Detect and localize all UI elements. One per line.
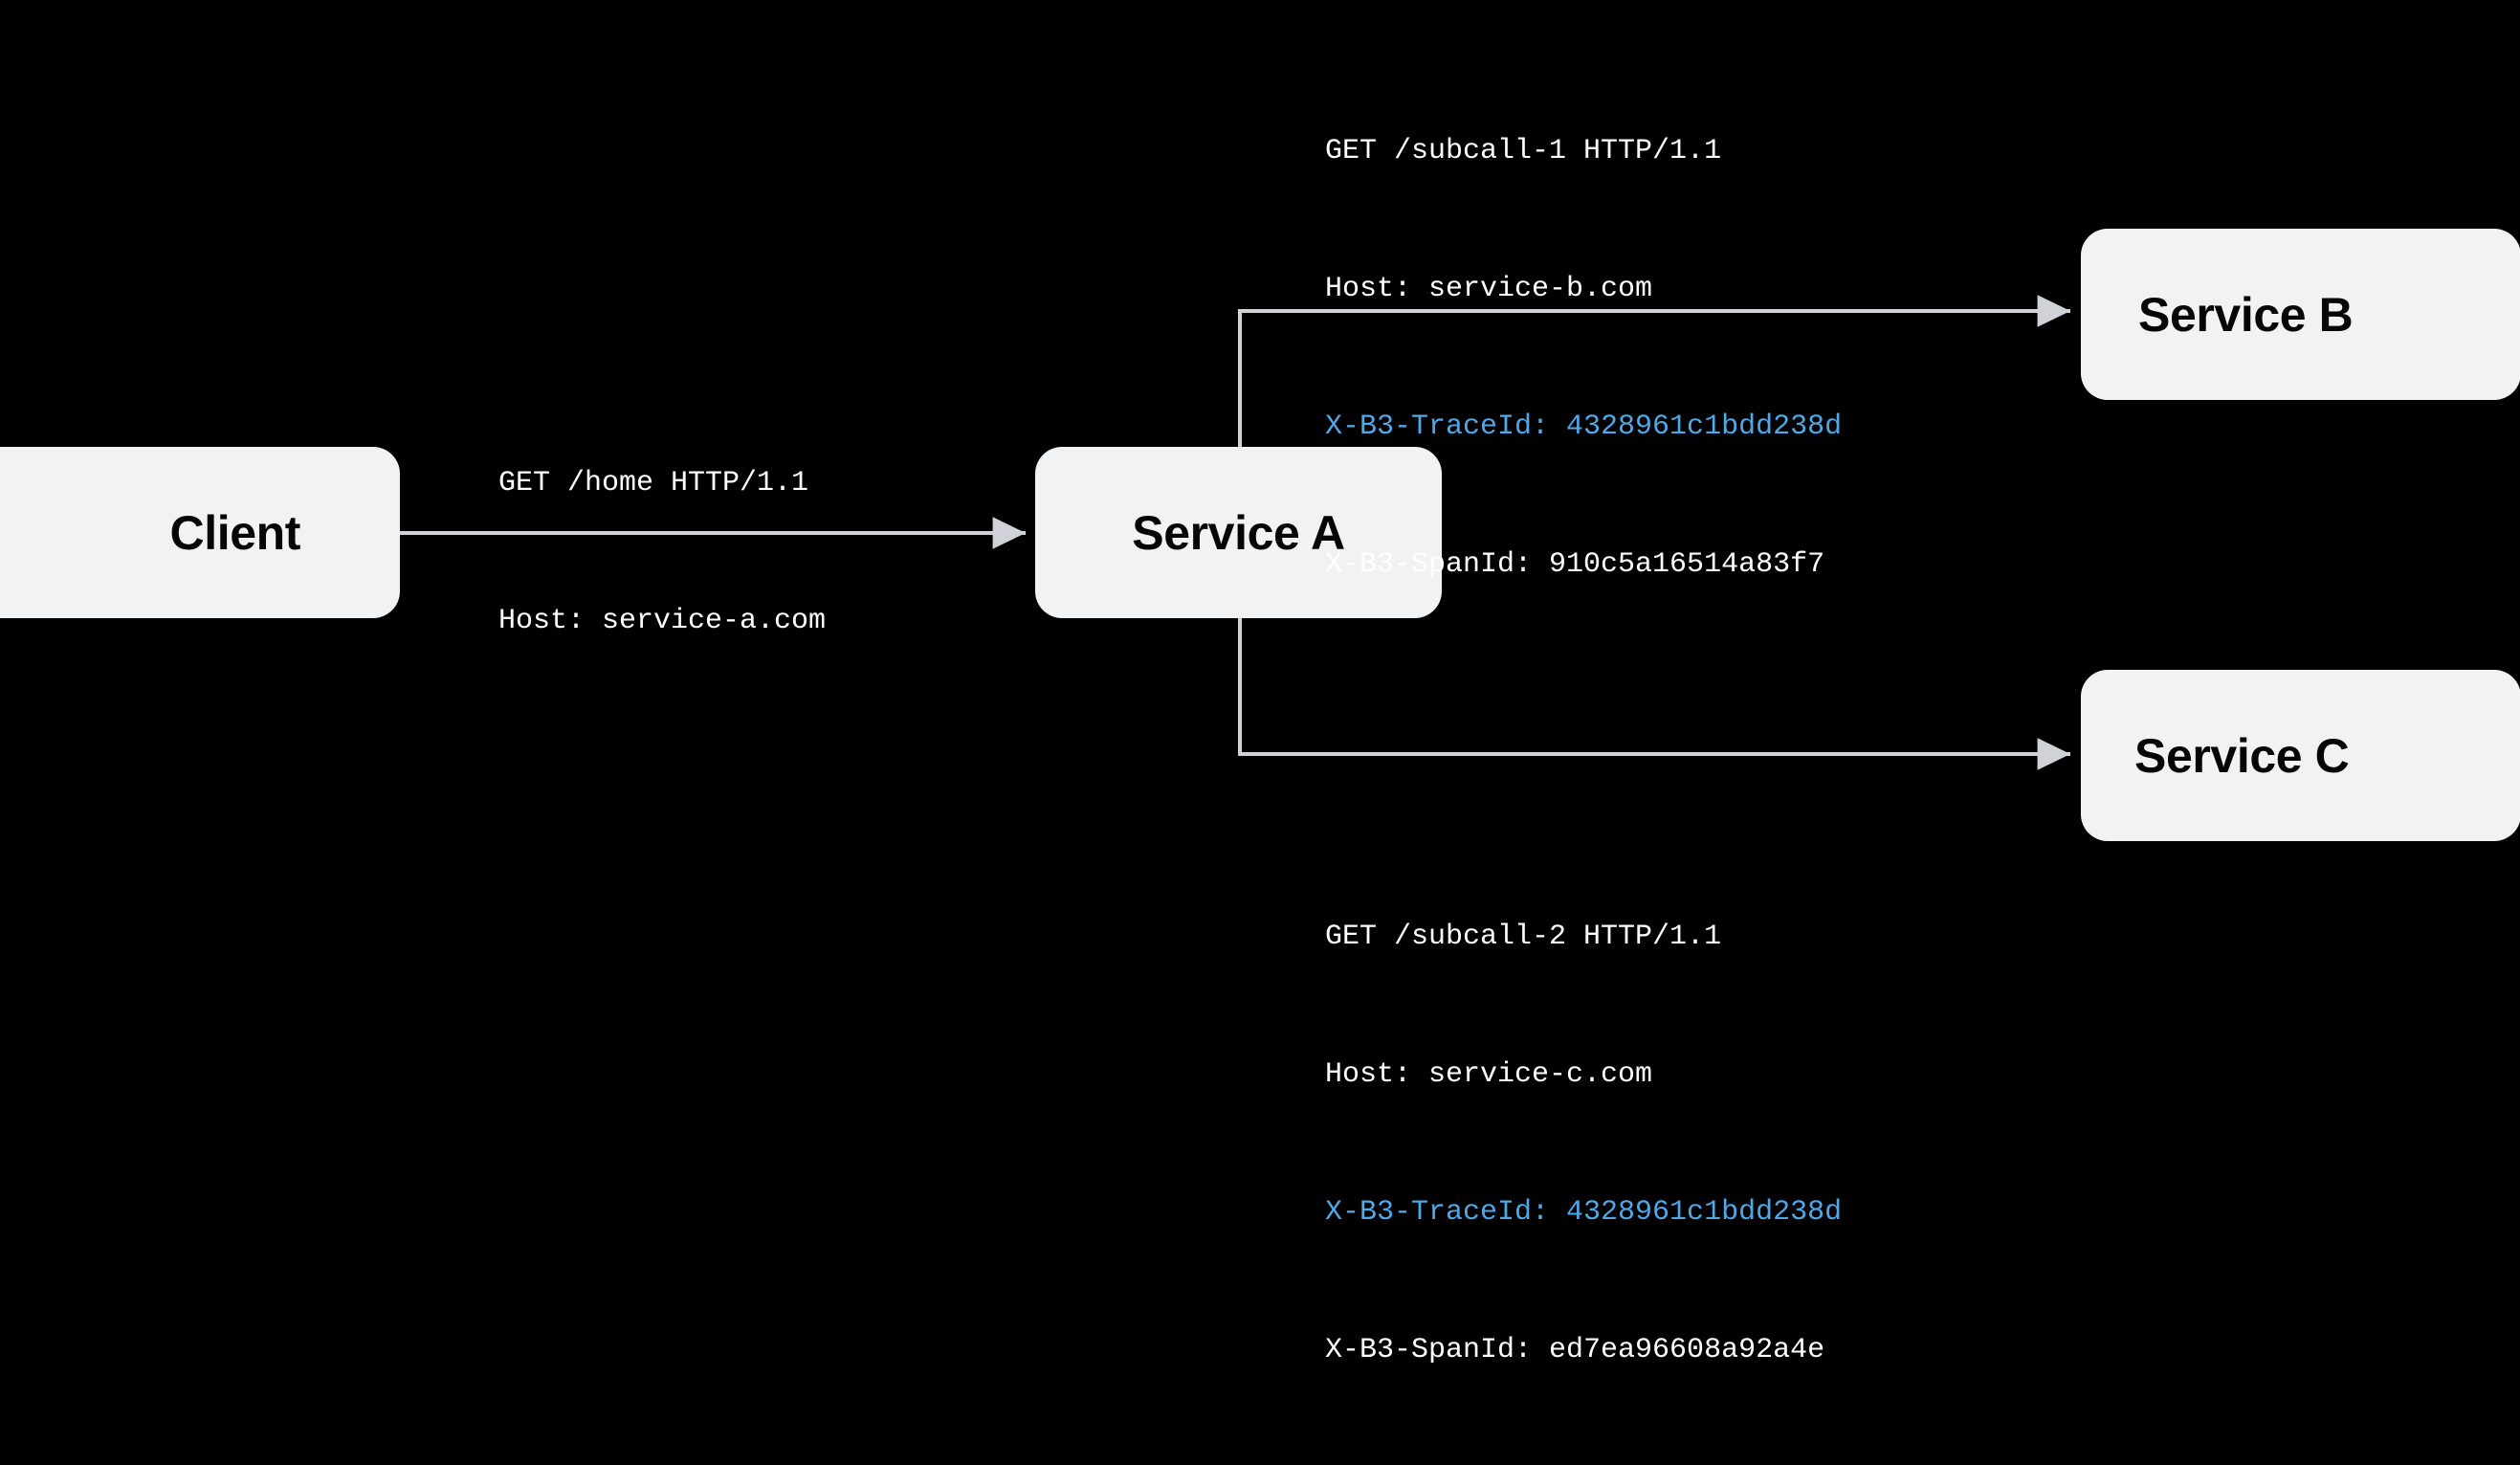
trace-id-header: X-B3-TraceId: 4328961c1bdd238d bbox=[1325, 411, 1843, 443]
edge-label-client-to-service-a: GET /home HTTP/1.1 Host: service-a.com bbox=[498, 368, 826, 736]
node-client-label: Client bbox=[169, 505, 301, 560]
node-service-c[interactable]: Service C bbox=[2081, 670, 2520, 841]
request-line: GET /subcall-2 HTTP/1.1 bbox=[1325, 921, 1722, 953]
node-client[interactable]: Client bbox=[0, 447, 400, 618]
host-header: Host: service-b.com bbox=[1325, 273, 1653, 305]
edge-label-service-a-to-service-c: GET /subcall-2 HTTP/1.1 Host: service-c.… bbox=[1325, 822, 1842, 1465]
host-header: Host: service-c.com bbox=[1325, 1058, 1653, 1091]
node-service-a[interactable]: Service A bbox=[1035, 447, 1442, 618]
node-service-a-label: Service A bbox=[1132, 505, 1345, 560]
request-line: GET /subcall-1 HTTP/1.1 bbox=[1325, 135, 1722, 167]
diagram-canvas: Client Service A Service B Service C GET… bbox=[0, 36, 2520, 1366]
host-header: Host: service-a.com bbox=[498, 605, 827, 637]
node-service-b-label: Service B bbox=[2138, 287, 2354, 342]
span-id-header: X-B3-SpanId: ed7ea96608a92a4e bbox=[1325, 1334, 1825, 1366]
node-service-b[interactable]: Service B bbox=[2081, 229, 2520, 400]
node-service-c-label: Service C bbox=[2134, 728, 2350, 783]
request-line: GET /home HTTP/1.1 bbox=[498, 467, 809, 499]
edge-label-service-a-to-service-b: GET /subcall-1 HTTP/1.1 Host: service-b.… bbox=[1325, 36, 1842, 679]
trace-id-header: X-B3-TraceId: 4328961c1bdd238d bbox=[1325, 1196, 1843, 1229]
span-id-header: X-B3-SpanId: 910c5a16514a83f7 bbox=[1325, 548, 1825, 581]
